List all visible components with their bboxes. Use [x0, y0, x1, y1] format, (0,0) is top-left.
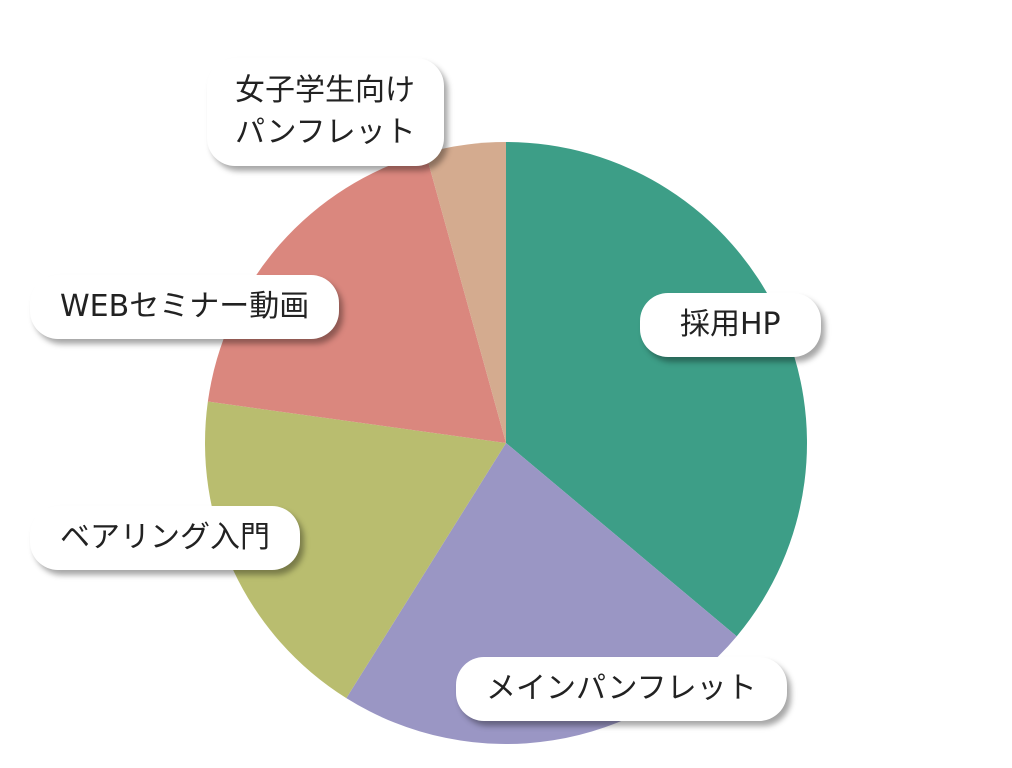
slice-label-bearing-intro: ベアリング入門: [30, 506, 300, 570]
slice-label-main-pamphlet: メインパンフレット: [456, 657, 787, 721]
pie-slice-4: [425, 142, 506, 443]
pie-slice-2: [205, 401, 507, 699]
slice-label-web-seminar: WEBセミナー動画: [30, 275, 340, 339]
pie-slice-3: [207, 152, 507, 443]
slice-label-recruit-hp: 採用HP: [640, 293, 821, 357]
pie-slice-0: [506, 142, 808, 637]
slice-label-female-student-pamphlet: 女子学生向け パンフレット: [207, 58, 444, 166]
